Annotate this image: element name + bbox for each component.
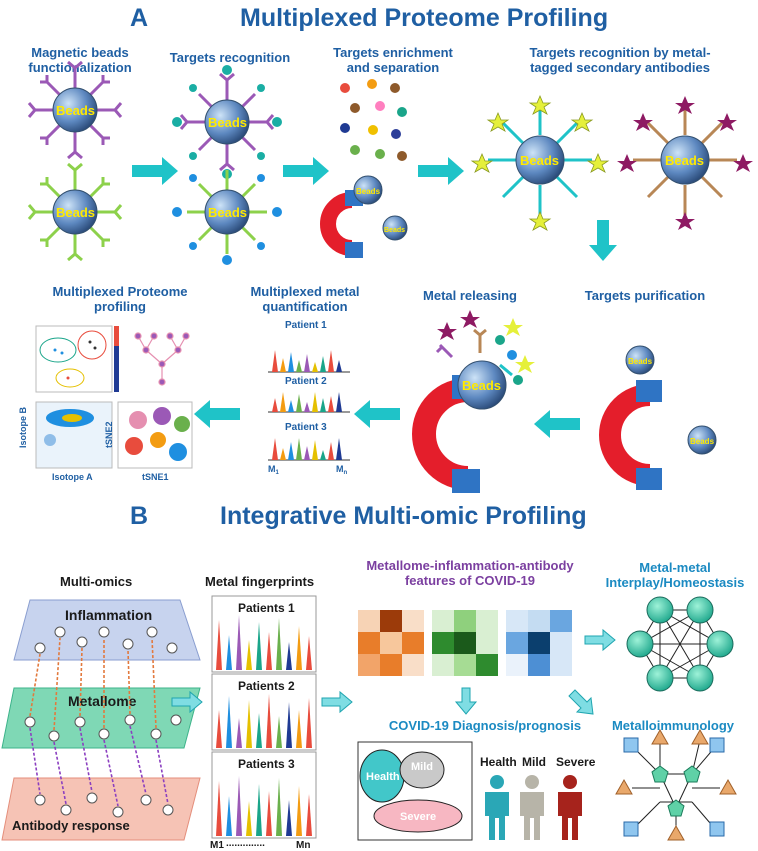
person-health-icon [485, 775, 509, 840]
arrow-right-icon [171, 690, 203, 714]
axis-isotope-a-label: Isotope A [52, 472, 93, 482]
small-bead: Beads [625, 345, 655, 375]
arrow-diagonal-icon [568, 689, 594, 715]
panel-b-title: Integrative Multi-omic Profiling [220, 502, 587, 530]
bead-label: Beads [208, 205, 247, 220]
group-severe-label: Severe [400, 811, 436, 823]
legend-mild: Mild [522, 755, 546, 769]
arrow-right-icon [418, 157, 464, 185]
fingerprint-spectra [211, 595, 317, 839]
interplay-title: Metal-metal Interplay/Homeostasis [605, 560, 745, 590]
patient-1-label: Patient 1 [285, 320, 327, 331]
fingerprint-patients-3: Patients 3 [238, 757, 295, 771]
bead [457, 360, 507, 410]
bead-label: Beads [56, 205, 95, 220]
bead-with-metal-tags [617, 96, 753, 230]
svg-text:Beads: Beads [384, 227, 405, 234]
released-metals [435, 310, 535, 385]
antibody-label: Antibody response [12, 818, 130, 833]
features-title: Metallome-inflammation-antibody features… [366, 558, 574, 588]
panel-a-illustration: Beads Beads Beads Beads [18, 60, 753, 493]
small-bead: Beads [687, 425, 717, 455]
bead-label: Beads [462, 378, 501, 393]
arrow-left-icon [534, 410, 580, 438]
arrow-right-icon [584, 628, 616, 652]
diagnosis-panel [357, 741, 473, 841]
step-magnetic-beads-label: Magnetic beads functionalization [28, 45, 132, 75]
free-targets [340, 79, 407, 161]
fingerprint-patients-2: Patients 2 [238, 679, 295, 693]
axis-isotope-b-label: Isotope B [18, 406, 28, 448]
panel-b-letter: B [130, 502, 149, 530]
svg-text:Beads: Beads [356, 187, 381, 196]
layer-nodes [24, 626, 182, 818]
fingerprint-patients-1: Patients 1 [238, 601, 295, 615]
axis-m1-label: M1 [268, 464, 280, 476]
metal-fingerprints-label: Metal fingerprints [205, 574, 315, 589]
fingerprint-axis-dots: .............. [226, 838, 265, 849]
axis-mn-label: Mn [336, 464, 348, 476]
arrow-left-icon [354, 400, 400, 428]
profiling-plots [35, 325, 193, 469]
step-metal-releasing-label: Metal releasing [423, 288, 517, 303]
group-mild-label: Mild [411, 761, 433, 773]
diagnosis-title: COVID-19 Diagnosis/prognosis [388, 718, 582, 733]
metallome-label: Metallome [68, 693, 137, 709]
bead-label: Beads [208, 115, 247, 130]
bead-label: Beads [56, 103, 95, 118]
arrow-right-icon [283, 157, 329, 185]
arrow-right-icon [132, 157, 178, 185]
fingerprint-axis-end: Mn [296, 840, 310, 851]
inflammation-links [29, 637, 157, 731]
metalloimmunology-label: Metalloimmunology [611, 718, 735, 733]
magnet-icon [320, 190, 363, 258]
patient-spectra [268, 350, 350, 461]
panel-a-letter: A [130, 4, 149, 32]
axis-tsne2-label: tSNE2 [104, 421, 114, 448]
arrow-down-icon [454, 687, 478, 715]
antibody-layer [1, 777, 201, 841]
metal-network [626, 596, 734, 692]
person-severe-icon [558, 775, 582, 840]
step-metal-tagged-label: Targets recognition by metal- tagged sec… [529, 45, 711, 75]
step-metal-quantification-label: Multiplexed metal quantification [250, 284, 360, 314]
heatmap-blue [506, 610, 572, 676]
axis-tsne1-label: tSNE1 [142, 472, 169, 482]
svg-text:Beads: Beads [628, 357, 653, 366]
bead-with-targets [172, 65, 282, 179]
step-proteome-profiling-label: Multiplexed Proteome profiling [52, 284, 188, 314]
group-health-label: Health [366, 771, 400, 783]
svg-text:Beads: Beads [690, 437, 715, 446]
patient-2-label: Patient 2 [285, 376, 327, 387]
small-bead: Beads [353, 175, 383, 205]
bead-label: Beads [520, 153, 559, 168]
small-bead: Beads [382, 215, 408, 241]
legend-health: Health [480, 755, 517, 769]
step-targets-recognition-label: Targets recognition [169, 50, 291, 65]
bead-label: Beads [665, 153, 704, 168]
panel-b-illustration: Inflammation Metallome Antibody response… [1, 595, 737, 851]
bead-with-antibodies [27, 60, 123, 160]
patient-3-label: Patient 3 [285, 422, 327, 433]
bead-with-targets [172, 170, 282, 265]
step-purification-label: Targets purification [584, 288, 706, 303]
bead-with-antibodies [27, 162, 123, 262]
magnet-icon [599, 380, 662, 490]
arrow-right-icon [321, 690, 353, 714]
multi-omics-label: Multi-omics [60, 574, 133, 589]
antibody-links [29, 725, 169, 807]
bead-with-metal-tags [470, 94, 610, 231]
arrow-down-icon [589, 220, 617, 261]
legend-severe: Severe [556, 755, 596, 769]
arrow-left-icon [194, 400, 240, 428]
heatmap-orange [358, 610, 424, 676]
inflammation-label: Inflammation [65, 607, 152, 623]
step-enrichment-label: Targets enrichment and separation [333, 45, 453, 75]
fingerprint-axis-start: M1 [210, 840, 224, 851]
heatmap-green [432, 610, 498, 676]
metalloimmunology-network [615, 728, 737, 841]
person-mild-icon [520, 775, 544, 840]
panel-a-title: Multiplexed Proteome Profiling [240, 4, 609, 32]
